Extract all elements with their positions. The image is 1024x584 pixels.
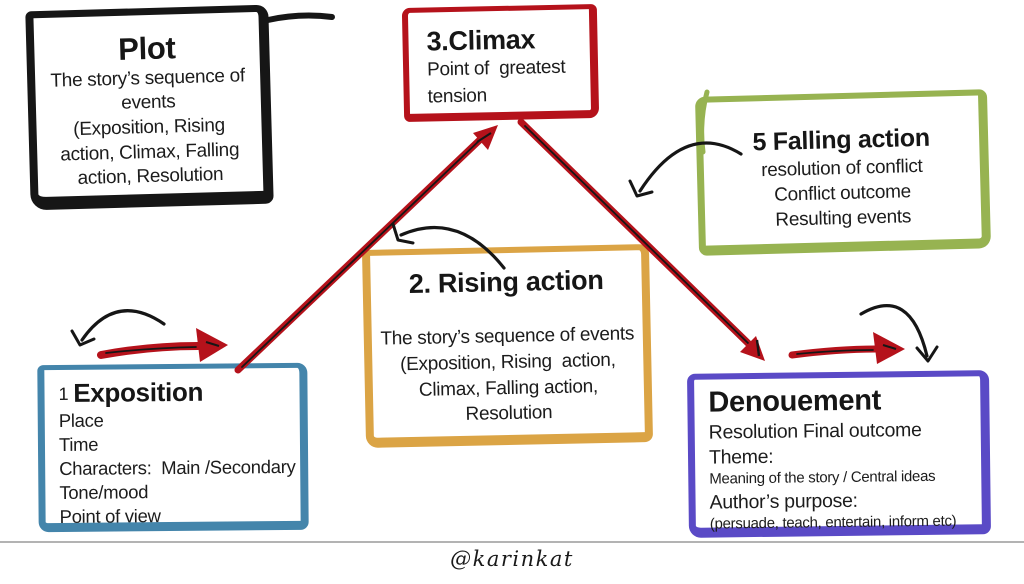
rising-curved-arrow-head: [391, 222, 415, 245]
denouement-arrow-head: [873, 332, 905, 364]
climax-box: 3.Climax Point of greatest tension: [401, 3, 600, 123]
exposition-title-text: Exposition: [73, 376, 204, 408]
denouement-curved-arrow: [859, 304, 929, 358]
denouement-title: Denouement: [708, 384, 882, 419]
denouement-line: Theme:: [708, 445, 774, 469]
rising-action-box: 2. Rising action The story’s sequence of…: [361, 244, 654, 448]
falling-arrow-head-core: [755, 339, 761, 357]
climax-body: Point of greatest tension: [427, 55, 591, 111]
exposition-line: Characters: Main /Secondary: [59, 456, 296, 480]
plot-box-stray-stroke: [265, 12, 335, 23]
exposition-curved-arrow-head: [70, 329, 96, 347]
plot-body: The story’s sequence of events (Expositi…: [35, 64, 263, 194]
exposition-arrow-head-core: [205, 341, 220, 347]
climax-title: 3.Climax: [426, 24, 536, 57]
denouement-box: Denouement Resolution Final outcome Them…: [687, 370, 991, 538]
plot-box: Plot The story’s sequence of events (Exp…: [25, 4, 274, 211]
denouement-body: Resolution Final outcome Theme: Meaning …: [709, 417, 982, 535]
footer-divider: [0, 541, 1024, 543]
exposition-arrow-shaft: [97, 342, 202, 359]
exposition-line: Tone/mood: [59, 481, 149, 504]
climax-line: tension: [427, 84, 488, 108]
exposition-line: Place: [58, 409, 104, 432]
denouement-arrow-core: [796, 349, 874, 355]
rising-arrow-head-core: [476, 132, 492, 143]
denouement-line: Author’s purpose:: [709, 489, 858, 514]
denouement-curved-arrow-head: [915, 345, 939, 363]
rising-action-title: 2. Rising action: [408, 264, 604, 300]
denouement-line: (persuade, teach, entertain, inform etc): [709, 512, 957, 533]
denouement-line: Resolution Final outcome: [708, 418, 922, 444]
exposition-arrow-core: [105, 346, 197, 354]
exposition-number: 1: [58, 383, 69, 404]
exposition-curved-arrow: [80, 309, 166, 342]
climax-line: Point of greatest: [426, 57, 566, 81]
exposition-line: Point of view: [59, 505, 161, 528]
exposition-arrow-head: [196, 328, 228, 362]
exposition-line: Time: [58, 433, 99, 456]
denouement-arrow-shaft: [788, 345, 880, 359]
falling-curved-arrow-head: [628, 179, 654, 198]
falling-action-body: resolution of conflict Conflict outcome …: [704, 153, 982, 235]
falling-action-box: 5 Falling action resolution of conflict …: [694, 89, 992, 256]
exposition-body: Place Time Characters: Main /Secondary T…: [59, 407, 301, 529]
rising-arrow-head: [473, 125, 498, 150]
denouement-arrow-head-core: [882, 344, 897, 350]
falling-arrow-head: [740, 336, 765, 361]
rising-action-body: The story’s sequence of events (Expositi…: [372, 322, 645, 430]
rising-action-line: Resolution: [465, 402, 553, 426]
author-signature: @karinkat: [450, 547, 574, 571]
